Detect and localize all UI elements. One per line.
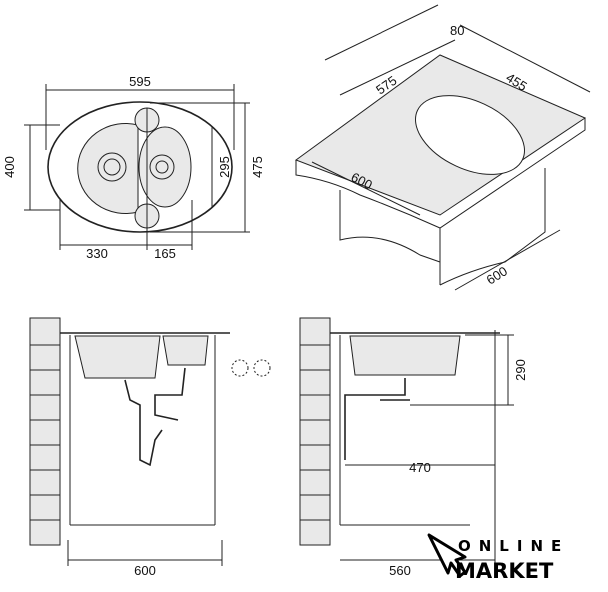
dim-295: 295 [217, 156, 232, 178]
dim-290: 290 [513, 359, 528, 381]
side-section-view: 290 470 560 [299, 317, 528, 578]
isometric-view: 575 80 455 600 600 [294, 4, 591, 291]
dim-470: 470 [409, 460, 431, 475]
front-section-view: 600 [29, 317, 271, 578]
small-bowl-section [162, 335, 209, 366]
small-drain [149, 154, 175, 180]
dim-80: 80 [450, 23, 464, 38]
dim-475: 475 [250, 156, 265, 178]
dim-560: 560 [389, 563, 411, 578]
brick-wall-side [299, 317, 331, 546]
sink-cutout [415, 95, 525, 175]
cursor-icon [427, 533, 467, 578]
online-market-logo: ONLINE MARKET [427, 533, 569, 583]
dim-600-bottom: 600 [134, 563, 156, 578]
logo-line1: ONLINE [458, 537, 569, 555]
main-bowl [77, 123, 139, 214]
dim-330: 330 [86, 246, 108, 261]
dim-165: 165 [154, 246, 176, 261]
dim-595: 595 [129, 74, 151, 89]
sink-outline [47, 101, 233, 233]
main-bowl-section [74, 335, 161, 379]
logo-line2: MARKET [455, 559, 554, 583]
dim-400: 400 [2, 156, 17, 178]
sink-side-section [349, 335, 461, 376]
small-bowl [138, 126, 192, 208]
brick-wall [29, 317, 61, 546]
plan-view: 595 400 475 295 330 165 [2, 74, 265, 261]
main-drain [97, 152, 127, 182]
